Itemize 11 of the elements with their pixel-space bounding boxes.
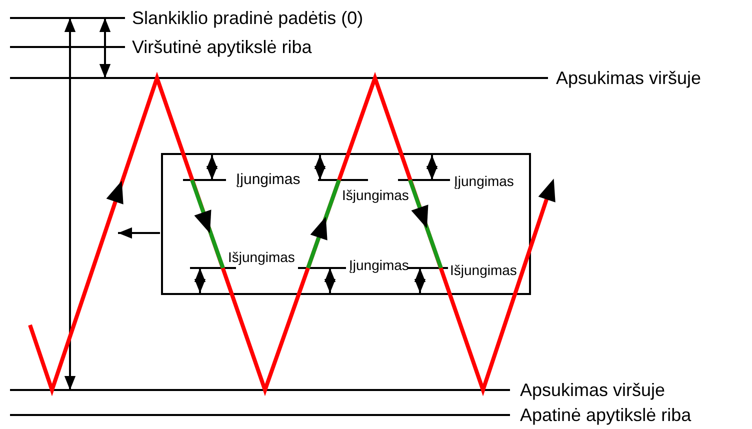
threshold-label: Išjungimas [450,261,517,280]
reference-label: Apsukimas viršuje [556,68,702,88]
threshold-label: Išjungimas [228,248,295,267]
reference-label: Viršutinė apytikslė riba [132,37,312,57]
threshold-label: Įjungimas [454,172,514,191]
threshold-label: Išjungimas [342,186,409,205]
reference-label: Slankiklio pradinė padėtis (0) [132,8,364,28]
threshold-label: Įjungimas [236,170,300,190]
reference-label: Apatinė apytikslė riba [520,405,692,425]
threshold-label: Įjungimas [349,256,409,275]
reference-label: Apsukimas viršuje [520,380,666,400]
